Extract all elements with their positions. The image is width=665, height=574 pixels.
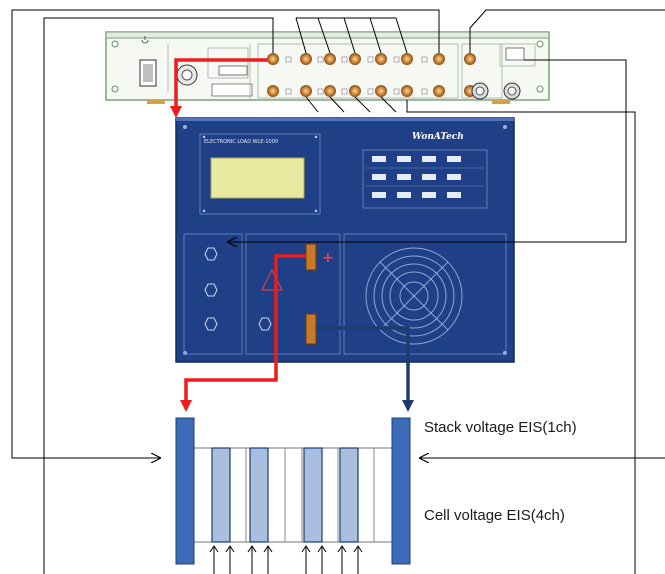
rack-unit	[105, 31, 550, 104]
svg-text:ELECTRONIC LOAD WLE-1000: ELECTRONIC LOAD WLE-1000	[204, 139, 278, 145]
bnc-connector-icon[interactable]	[375, 53, 387, 65]
bipolar-plate	[211, 447, 231, 543]
voltage-arrow-icon	[353, 545, 363, 574]
bnc-connector-icon[interactable]	[401, 85, 413, 97]
hex-port-3	[204, 317, 218, 331]
bnc-row-top	[267, 53, 476, 65]
bnc-connector-icon[interactable]	[324, 53, 336, 65]
bnc-connector-icon[interactable]	[300, 53, 312, 65]
bipolar-plate	[303, 447, 323, 543]
bnc-connector-icon[interactable]	[433, 53, 445, 65]
endplate-left	[175, 417, 195, 565]
electronic-load: ELECTRONIC LOAD WLE-1000 WonATech	[175, 117, 515, 363]
voltage-arrow-icon	[225, 545, 235, 574]
power-section	[139, 36, 198, 92]
hex-port-2	[204, 283, 218, 297]
fan-grille-icon	[365, 247, 463, 345]
fuel-cell-stack	[175, 417, 411, 565]
negative-terminal[interactable]	[305, 313, 317, 345]
cell-sense-arrows	[209, 545, 363, 574]
endplate-right	[391, 417, 411, 565]
bipolar-plate	[339, 447, 359, 543]
bnc-connector-icon[interactable]	[267, 85, 279, 97]
bnc-connector-icon[interactable]	[300, 85, 312, 97]
hex-port-1	[204, 247, 218, 261]
voltage-arrow-icon	[301, 545, 311, 574]
key-button[interactable]	[397, 156, 411, 162]
key-button[interactable]	[422, 192, 436, 198]
key-button[interactable]	[447, 174, 461, 180]
voltage-arrow-icon	[337, 545, 347, 574]
key-button[interactable]	[422, 174, 436, 180]
key-button[interactable]	[397, 174, 411, 180]
hex-port-4	[258, 317, 272, 331]
bnc-connector-icon[interactable]	[464, 53, 476, 65]
info-panel	[207, 44, 253, 100]
voltage-arrow-icon	[247, 545, 257, 574]
bnc-connector-icon[interactable]	[401, 53, 413, 65]
bnc-connector-icon[interactable]	[267, 53, 279, 65]
voltage-arrow-icon	[209, 545, 219, 574]
lcd-display: ELECTRONIC LOAD WLE-1000	[199, 133, 321, 215]
positive-terminal[interactable]	[305, 243, 317, 271]
cell-voltage-label: Cell voltage EIS(4ch)	[424, 507, 565, 524]
key-button[interactable]	[447, 192, 461, 198]
keypad	[362, 149, 488, 209]
key-button[interactable]	[372, 156, 386, 162]
bnc-connector-icon[interactable]	[324, 85, 336, 97]
key-button[interactable]	[447, 156, 461, 162]
stack-voltage-label: Stack voltage EIS(1ch)	[424, 419, 577, 436]
bnc-connector-icon[interactable]	[375, 85, 387, 97]
red-cable	[170, 58, 306, 412]
voltage-arrow-icon	[263, 545, 273, 574]
key-button[interactable]	[397, 192, 411, 198]
key-button[interactable]	[372, 174, 386, 180]
bnc-connector-icon[interactable]	[349, 85, 361, 97]
bnc-connector-icon[interactable]	[433, 85, 445, 97]
bnc-connector-icon[interactable]	[349, 53, 361, 65]
navy-cable	[316, 326, 414, 412]
voltage-arrow-icon	[317, 545, 327, 574]
signal-wires	[11, 9, 665, 574]
key-button[interactable]	[422, 156, 436, 162]
bipolar-plate	[249, 447, 269, 543]
power-icon	[141, 39, 149, 44]
brand-logo: WonATech	[412, 132, 464, 142]
key-button[interactable]	[372, 192, 386, 198]
svg-text:+: +	[322, 250, 334, 266]
